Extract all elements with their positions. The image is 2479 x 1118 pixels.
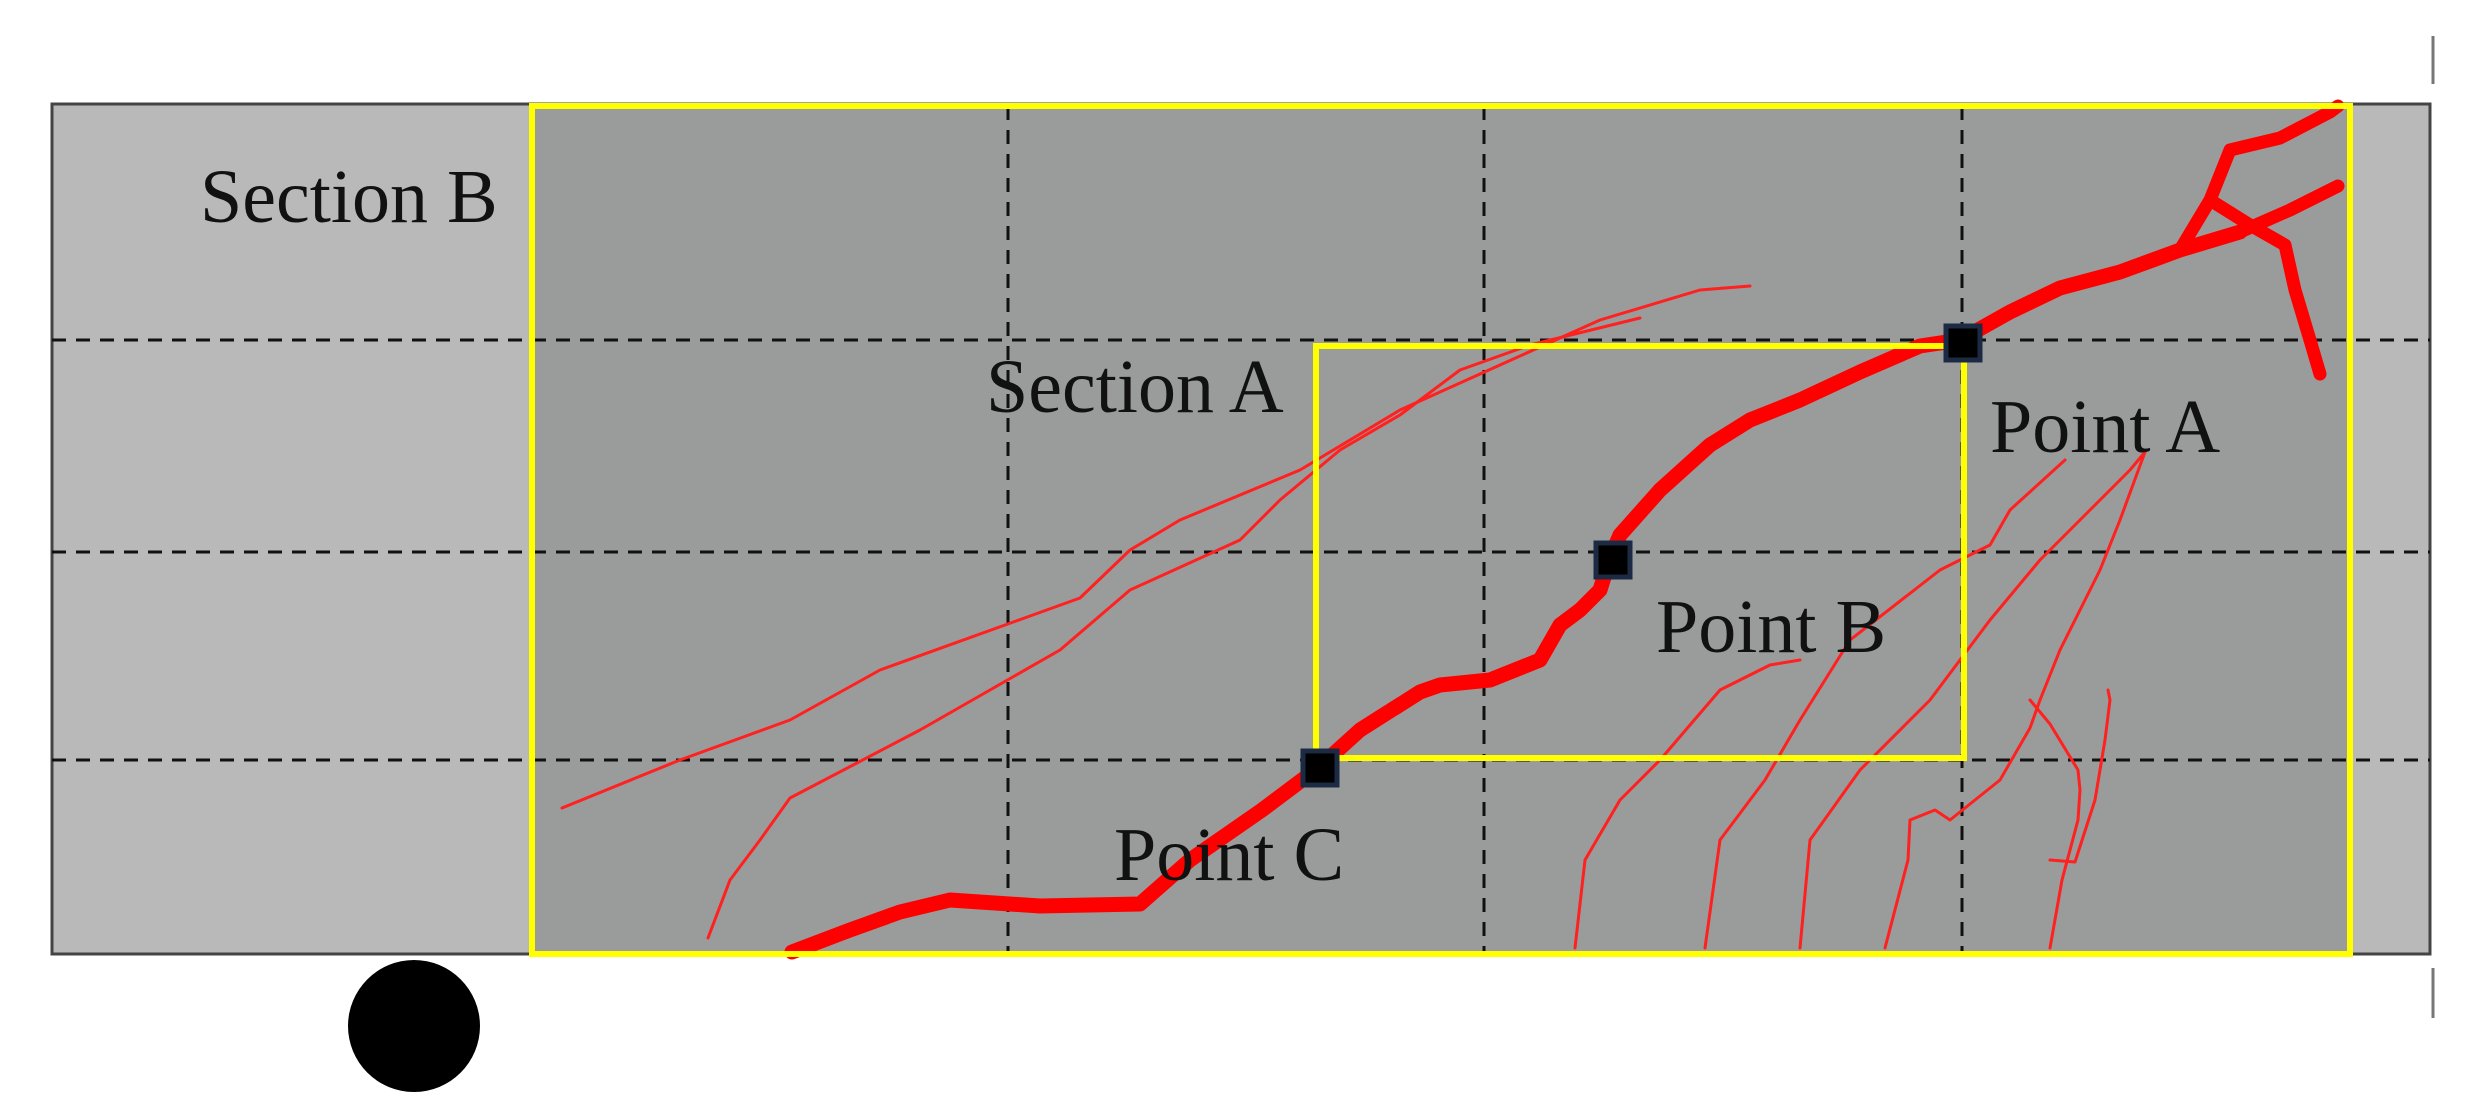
point-b-marker (1593, 540, 1633, 580)
point-a-label: Point A (1990, 385, 2220, 469)
main-crack-path (784, 224, 2248, 960)
support-circle (348, 960, 480, 1092)
point-c-label: Point C (1114, 813, 1344, 897)
minor-crack-7 (2028, 698, 2082, 950)
minor-crack-8 (2048, 688, 2112, 864)
main-crack (784, 99, 2345, 960)
section-a-label: Section A (986, 345, 1284, 429)
main-crack-branch-1 (2173, 99, 2345, 257)
minor-crack-1 (560, 284, 1752, 810)
minor-crack-4 (1703, 458, 2067, 950)
minor-cracks (560, 284, 2147, 950)
section-b-area (532, 106, 2350, 954)
minor-crack-5 (1798, 450, 2147, 950)
section-a-frame (1313, 343, 1967, 761)
point-c-marker (1300, 748, 1340, 788)
section-b-label: Section B (200, 155, 498, 239)
main-crack-branch-2 (2173, 179, 2345, 257)
point-b-label: Point B (1656, 585, 1886, 669)
point-a-marker (1943, 323, 1983, 363)
minor-crack-6 (1883, 450, 2147, 950)
main-crack-branch-3 (2203, 193, 2327, 381)
section-b-frame (529, 103, 2353, 957)
minor-crack-2 (706, 316, 1642, 940)
